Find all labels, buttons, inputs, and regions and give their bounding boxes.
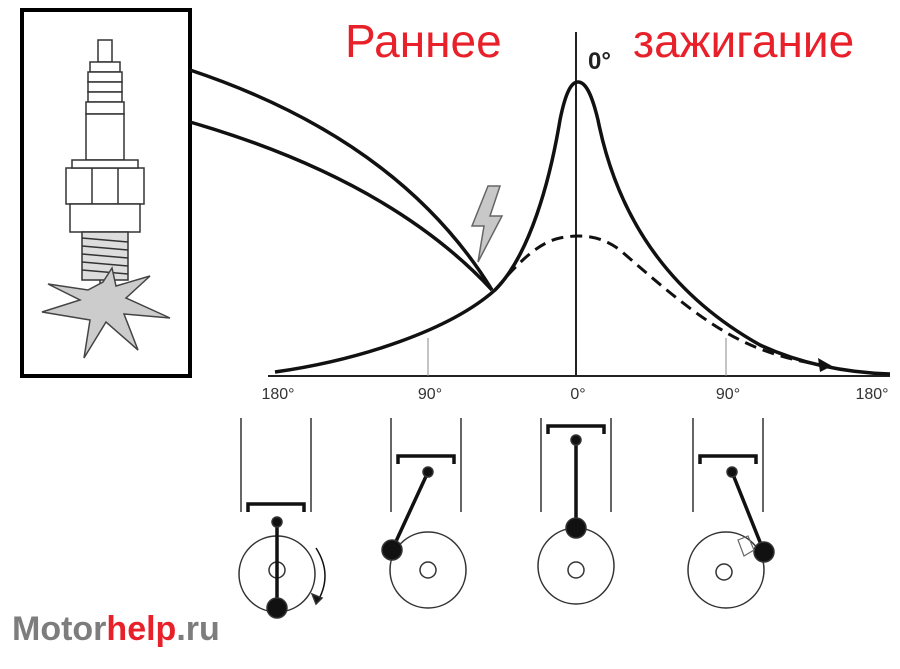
- piston-stage-0: [537, 418, 615, 605]
- tick-label-90-right: 90°: [715, 386, 741, 403]
- title-right: зажигание: [633, 15, 855, 67]
- grid-lines: [427, 338, 727, 376]
- pressure-curve-solid: [274, 80, 891, 376]
- watermark-part-help: help: [106, 610, 177, 648]
- watermark-part-domain: .ru: [176, 610, 220, 648]
- piston-stage-90-after: [687, 418, 775, 609]
- watermark-part-motor: Motor: [12, 610, 107, 648]
- piston-stage-90-before: [381, 418, 467, 609]
- spark-plug-icon: [41, 39, 171, 359]
- dashed-arrow-head: [818, 358, 832, 372]
- pressure-curve-dashed: [493, 234, 831, 368]
- tick-label-90-left: 90°: [417, 386, 443, 403]
- tick-label-180-left: 180°: [261, 386, 295, 403]
- ignition-wire: [189, 68, 494, 292]
- spark-plug-inset: [20, 8, 192, 378]
- piston-stage-180: [238, 418, 326, 619]
- lightning-bolt-icon: [470, 185, 504, 263]
- axes: [268, 32, 890, 377]
- tick-label-180-right: 180°: [855, 386, 889, 403]
- title-left: Раннее: [345, 15, 502, 67]
- tick-label-0: 0°: [570, 386, 586, 403]
- watermark-logo: Motorhelp.ru: [12, 610, 220, 649]
- peak-label: 0°: [588, 48, 611, 75]
